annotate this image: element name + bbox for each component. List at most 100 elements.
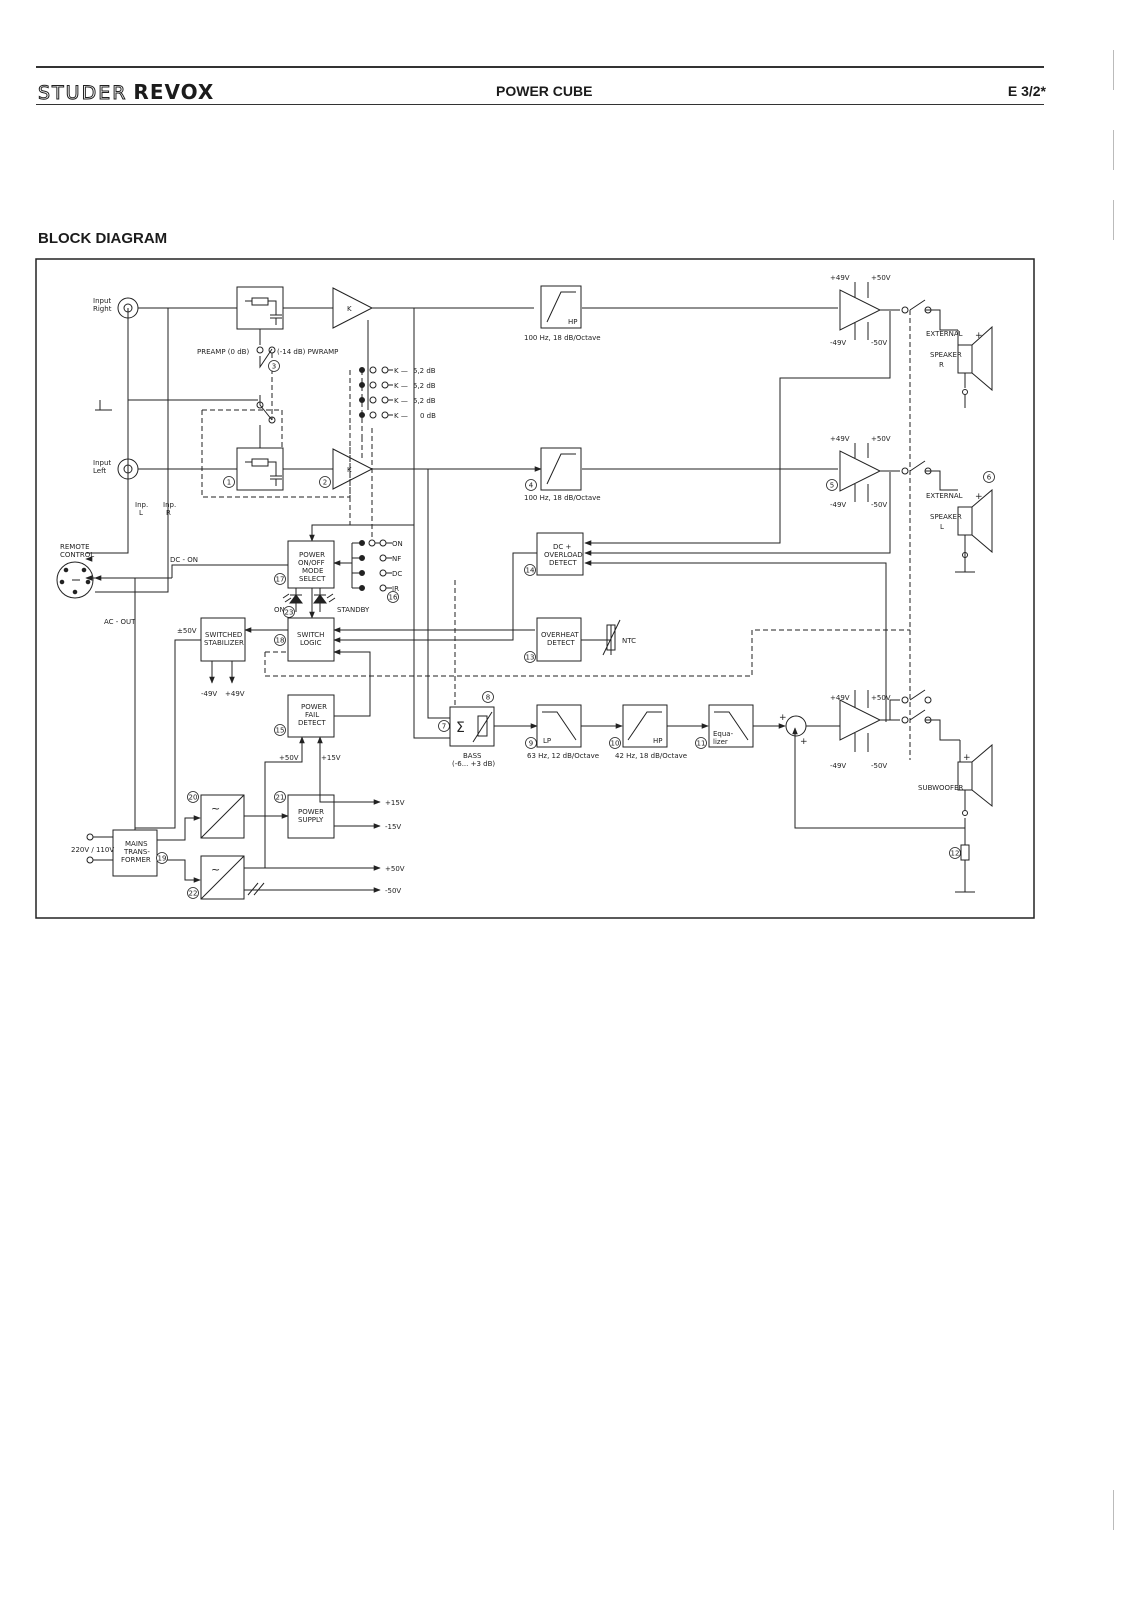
ref-marker-label: 10 [611, 740, 620, 748]
label-inp-l-2: L [139, 509, 143, 517]
rail-neg50: -50V [871, 339, 887, 347]
binder-mark [1109, 200, 1114, 240]
ref-marker-circle [695, 737, 707, 749]
label-subwoofer: SUBWOOFER [918, 784, 964, 792]
pf-input-b: +15V [321, 754, 341, 762]
dc-overload-3: DETECT [549, 559, 577, 567]
brand-studer: STUDER [37, 82, 128, 105]
dc-overload-block [536, 532, 584, 576]
power-mode-4: SELECT [299, 575, 326, 583]
header-rule-bottom [36, 104, 1044, 105]
header-rule-top [36, 66, 1044, 68]
rail-neg50: -50V [871, 762, 887, 770]
ref-marker-label: 3 [272, 363, 276, 371]
label-hp42-spec: 42 Hz, 18 dB/Octave [615, 752, 687, 760]
sigma-symbol: Σ [456, 720, 465, 736]
label-speaker-l-3: L [940, 523, 944, 531]
label-remote-2: CONTROL [60, 551, 94, 559]
stabilizer-neg: -49V [201, 690, 217, 698]
power-fail-3: DETECT [298, 719, 326, 727]
bass-label-2: (-6... +3 dB) [452, 760, 495, 768]
ref-marker-circle [268, 360, 280, 372]
rail-pos50: +50V [871, 435, 891, 443]
label-input-left-2: Left [93, 467, 106, 475]
label-speaker-l-2: SPEAKER [930, 513, 962, 521]
label-lp: LP [543, 737, 551, 745]
power-amp-right [839, 289, 882, 331]
label-pwramp: (-14 dB) PWRAMP [277, 348, 338, 356]
power-fail-2: FAIL [305, 711, 319, 719]
rail-neg49: -49V [830, 501, 846, 509]
ref-marker-label: 16 [389, 594, 398, 602]
polarity-plus: + [975, 492, 983, 502]
switch-logic-1: SWITCH [297, 631, 324, 639]
stabilizer-rail: ±50V [177, 627, 197, 635]
ref-marker-label: 1 [227, 479, 231, 487]
page-title: POWER CUBE [496, 83, 593, 99]
ref-marker-label: 12 [951, 850, 960, 858]
dc-overload-2: OVERLOAD [544, 551, 583, 559]
ref-marker-label: 9 [529, 740, 533, 748]
output-pos15: +15V [385, 799, 405, 807]
rail-pos49: +49V [830, 274, 850, 282]
speaker-left [957, 506, 973, 536]
ref-marker-label: 5 [830, 482, 834, 490]
power-fail-1: POWER [301, 703, 327, 711]
ref-marker-label: 15 [276, 727, 285, 735]
binder-mark [1109, 130, 1114, 170]
ref-marker-label: 17 [276, 576, 285, 584]
overheat-1: OVERHEAT [541, 631, 579, 639]
rail-pos50: +50V [871, 694, 891, 702]
label-hp-spec-right: 100 Hz, 18 dB/Octave [524, 334, 601, 342]
ref-marker-circle [274, 573, 286, 585]
power-amp-left [839, 450, 882, 492]
section-title: BLOCK DIAGRAM [38, 230, 168, 247]
sum-plus-1: + [779, 713, 787, 723]
rectifier-block-2 [200, 855, 245, 900]
rectifier-tilde: ~ [211, 802, 220, 815]
label-preamp: PREAMP (0 dB) [197, 348, 249, 356]
ref-marker-circle [223, 476, 235, 488]
overheat-2: DETECT [547, 639, 575, 647]
ref-marker-circle [524, 564, 536, 576]
ref-marker-label: 23 [285, 609, 294, 617]
summing-junction [785, 715, 807, 737]
ref-marker-label: 6 [987, 474, 992, 482]
ntc-sensor [606, 624, 616, 651]
rail-neg50: -50V [871, 501, 887, 509]
sense-resistor [960, 844, 970, 861]
label-speaker-l-1: EXTERNAL [926, 492, 963, 500]
ref-marker-circle [387, 591, 399, 603]
binder-mark [1109, 50, 1114, 90]
k-option-label: K — [394, 367, 408, 375]
ref-marker-circle [283, 606, 295, 618]
rail-neg49: -49V [830, 339, 846, 347]
binder-mark [1109, 1490, 1114, 1530]
ref-marker-circle [983, 471, 995, 483]
ref-marker-circle [187, 791, 199, 803]
stabilizer-pos: +49V [225, 690, 245, 698]
label-remote-1: REMOTE [60, 543, 90, 551]
rail-neg49: -49V [830, 762, 846, 770]
power-mode-1: POWER [299, 551, 325, 559]
pf-input-a: +50V [279, 754, 299, 762]
k-option-label: K — [394, 382, 408, 390]
mode-option-dc: DC [392, 570, 402, 578]
k-option-value: 5,2 dB [413, 367, 436, 375]
output-pos50: +50V [385, 865, 405, 873]
label-input-right-2: Right [93, 305, 112, 313]
power-mode-3: MODE [302, 567, 323, 575]
label-speaker-r-1: EXTERNAL [926, 330, 963, 338]
ref-marker-label: 21 [276, 794, 285, 802]
ref-marker-circle [525, 479, 537, 491]
label-speaker-r-3: R [939, 361, 944, 369]
page-number: E 3/2* [1007, 83, 1046, 99]
label-inp-l-1: Inp. [135, 501, 148, 509]
ref-marker-circle [438, 720, 450, 732]
remote-din-socket [56, 561, 94, 599]
label-ntc: NTC [622, 637, 636, 645]
ref-marker-label: 22 [189, 890, 198, 898]
label-inp-r-1: Inp. [163, 501, 176, 509]
